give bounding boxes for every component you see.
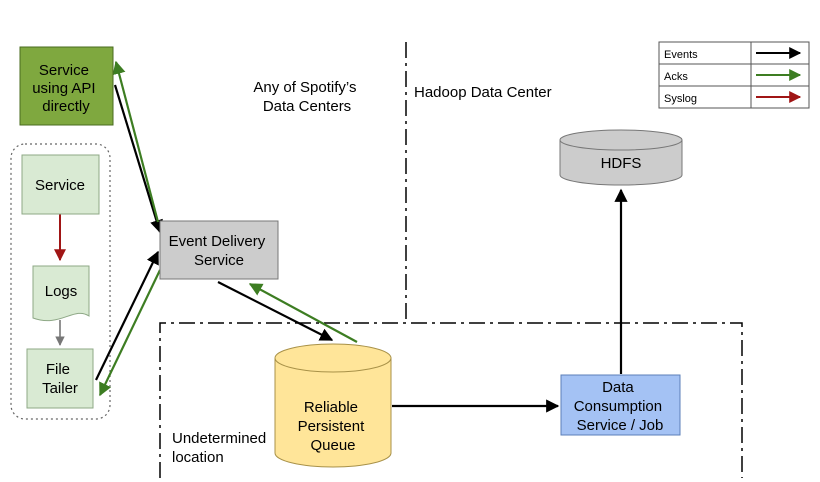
legend: Events Acks Syslog: [658, 41, 810, 109]
spotify-datacenter-label: Any of Spotify’s Data Centers: [253, 79, 360, 115]
event-arrow-event-delivery-to-queue: [217, 281, 334, 341]
file-tailer-label: File Tailer: [42, 361, 78, 397]
ack-arrow-queue-to-event-delivery: [248, 283, 358, 343]
hdfs-cylinder-top: [559, 129, 683, 151]
event-arrow-service-api-to-event-delivery: [113, 84, 163, 234]
file-tailer-box: [26, 348, 94, 409]
service-label: Service: [35, 177, 85, 194]
hdfs-cylinder-body: [559, 140, 683, 186]
service-api-label: Service using API directly: [32, 62, 100, 115]
queue-cylinder-body: [274, 358, 392, 468]
data-consumption-label: Data Consumption Service / Job: [574, 379, 667, 434]
legend-label-events: Events: [664, 49, 698, 61]
legend-label-acks: Acks: [664, 71, 688, 83]
log-pipeline-group: [10, 143, 111, 420]
service-box: [21, 154, 100, 215]
ack-arrow-event-delivery-to-service-api: [112, 60, 160, 223]
undetermined-location-boundary: [159, 322, 743, 478]
logs-label: Logs: [45, 283, 78, 300]
event-delivery-box: [159, 220, 279, 280]
queue-cylinder-top: [274, 343, 392, 373]
legend-label-syslog: Syslog: [664, 93, 697, 105]
hdfs-label: HDFS: [601, 155, 642, 172]
undetermined-location-label: Undetermined location: [172, 430, 270, 466]
ack-arrow-event-delivery-to-file-tailer: [99, 269, 161, 397]
event-delivery-label: Event Delivery Service: [169, 233, 270, 269]
service-api-box: [19, 46, 114, 126]
data-consumption-box: [560, 374, 681, 436]
queue-label: Reliable Persistent Queue: [298, 399, 369, 454]
hadoop-datacenter-label: Hadoop Data Center: [414, 84, 552, 101]
logs-document: [32, 265, 90, 322]
event-arrow-file-tailer-to-event-delivery: [95, 250, 159, 381]
